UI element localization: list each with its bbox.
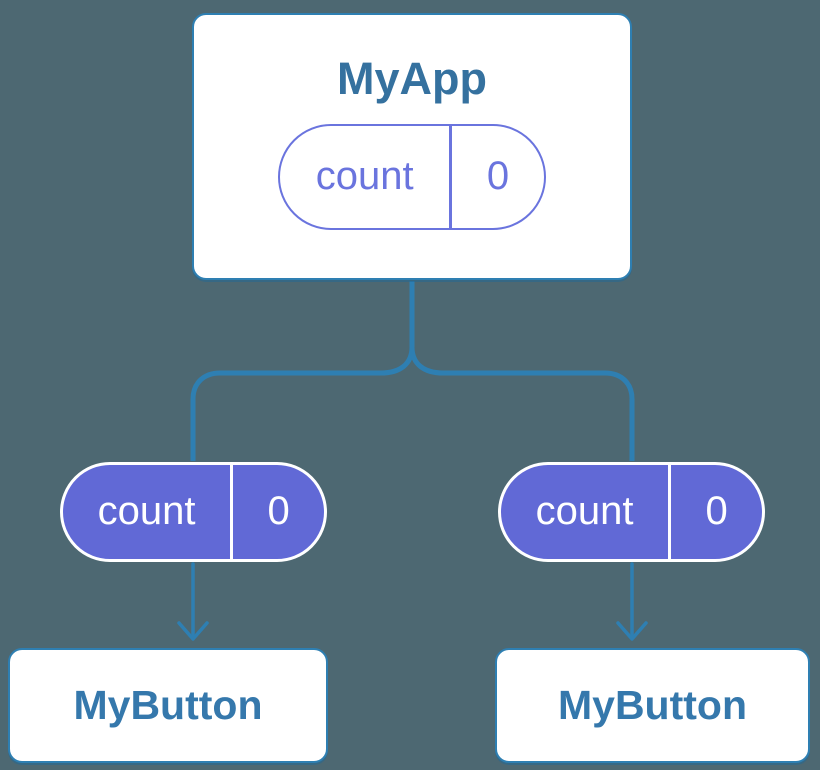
left-child-component-card: MyButton [8, 648, 328, 763]
root-component-title: MyApp [337, 53, 487, 104]
pill-divider [668, 465, 672, 559]
right-arrow-icon [616, 562, 648, 641]
pill-divider [230, 465, 234, 559]
right-arrow-head [616, 621, 648, 641]
left-child-component-title: MyButton [73, 681, 263, 728]
left-branch-line [190, 346, 415, 461]
right-prop-value: 0 [705, 488, 728, 533]
right-child-component-card: MyButton [495, 648, 810, 763]
right-branch-line [409, 346, 635, 461]
left-prop-value: 0 [267, 488, 290, 533]
root-component-card: MyApp count 0 [192, 13, 632, 280]
root-state-label: count [315, 153, 414, 198]
right-child-component-title: MyButton [557, 681, 747, 728]
left-arrow-icon [177, 562, 209, 641]
root-state-value: 0 [486, 153, 510, 198]
left-prop-pill: count 0 [60, 462, 327, 562]
left-arrow-head [177, 621, 209, 641]
root-state-pill: count 0 [278, 124, 546, 230]
right-prop-label: count [535, 488, 634, 533]
right-prop-pill: count 0 [498, 462, 765, 562]
left-prop-label: count [97, 488, 196, 533]
pill-divider [449, 126, 452, 228]
